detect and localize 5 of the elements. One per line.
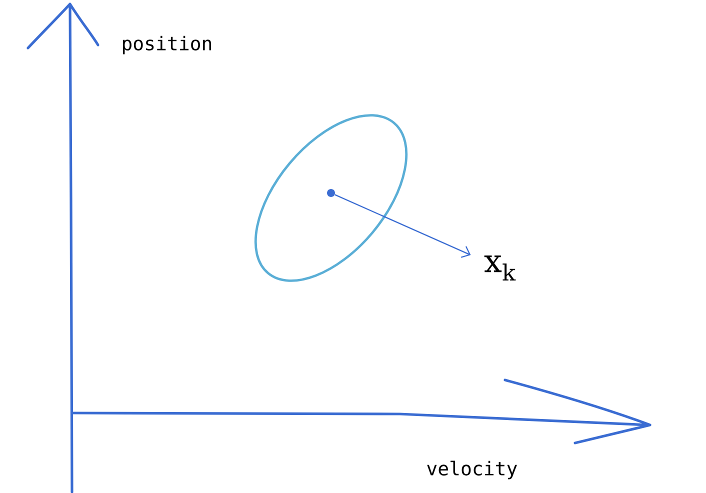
arrow	[334, 194, 471, 258]
axis-label: velocity	[427, 460, 517, 480]
axis-label: position	[122, 36, 211, 54]
dot	[327, 189, 335, 197]
variable-label: x$_{k}$	[484, 255, 516, 281]
